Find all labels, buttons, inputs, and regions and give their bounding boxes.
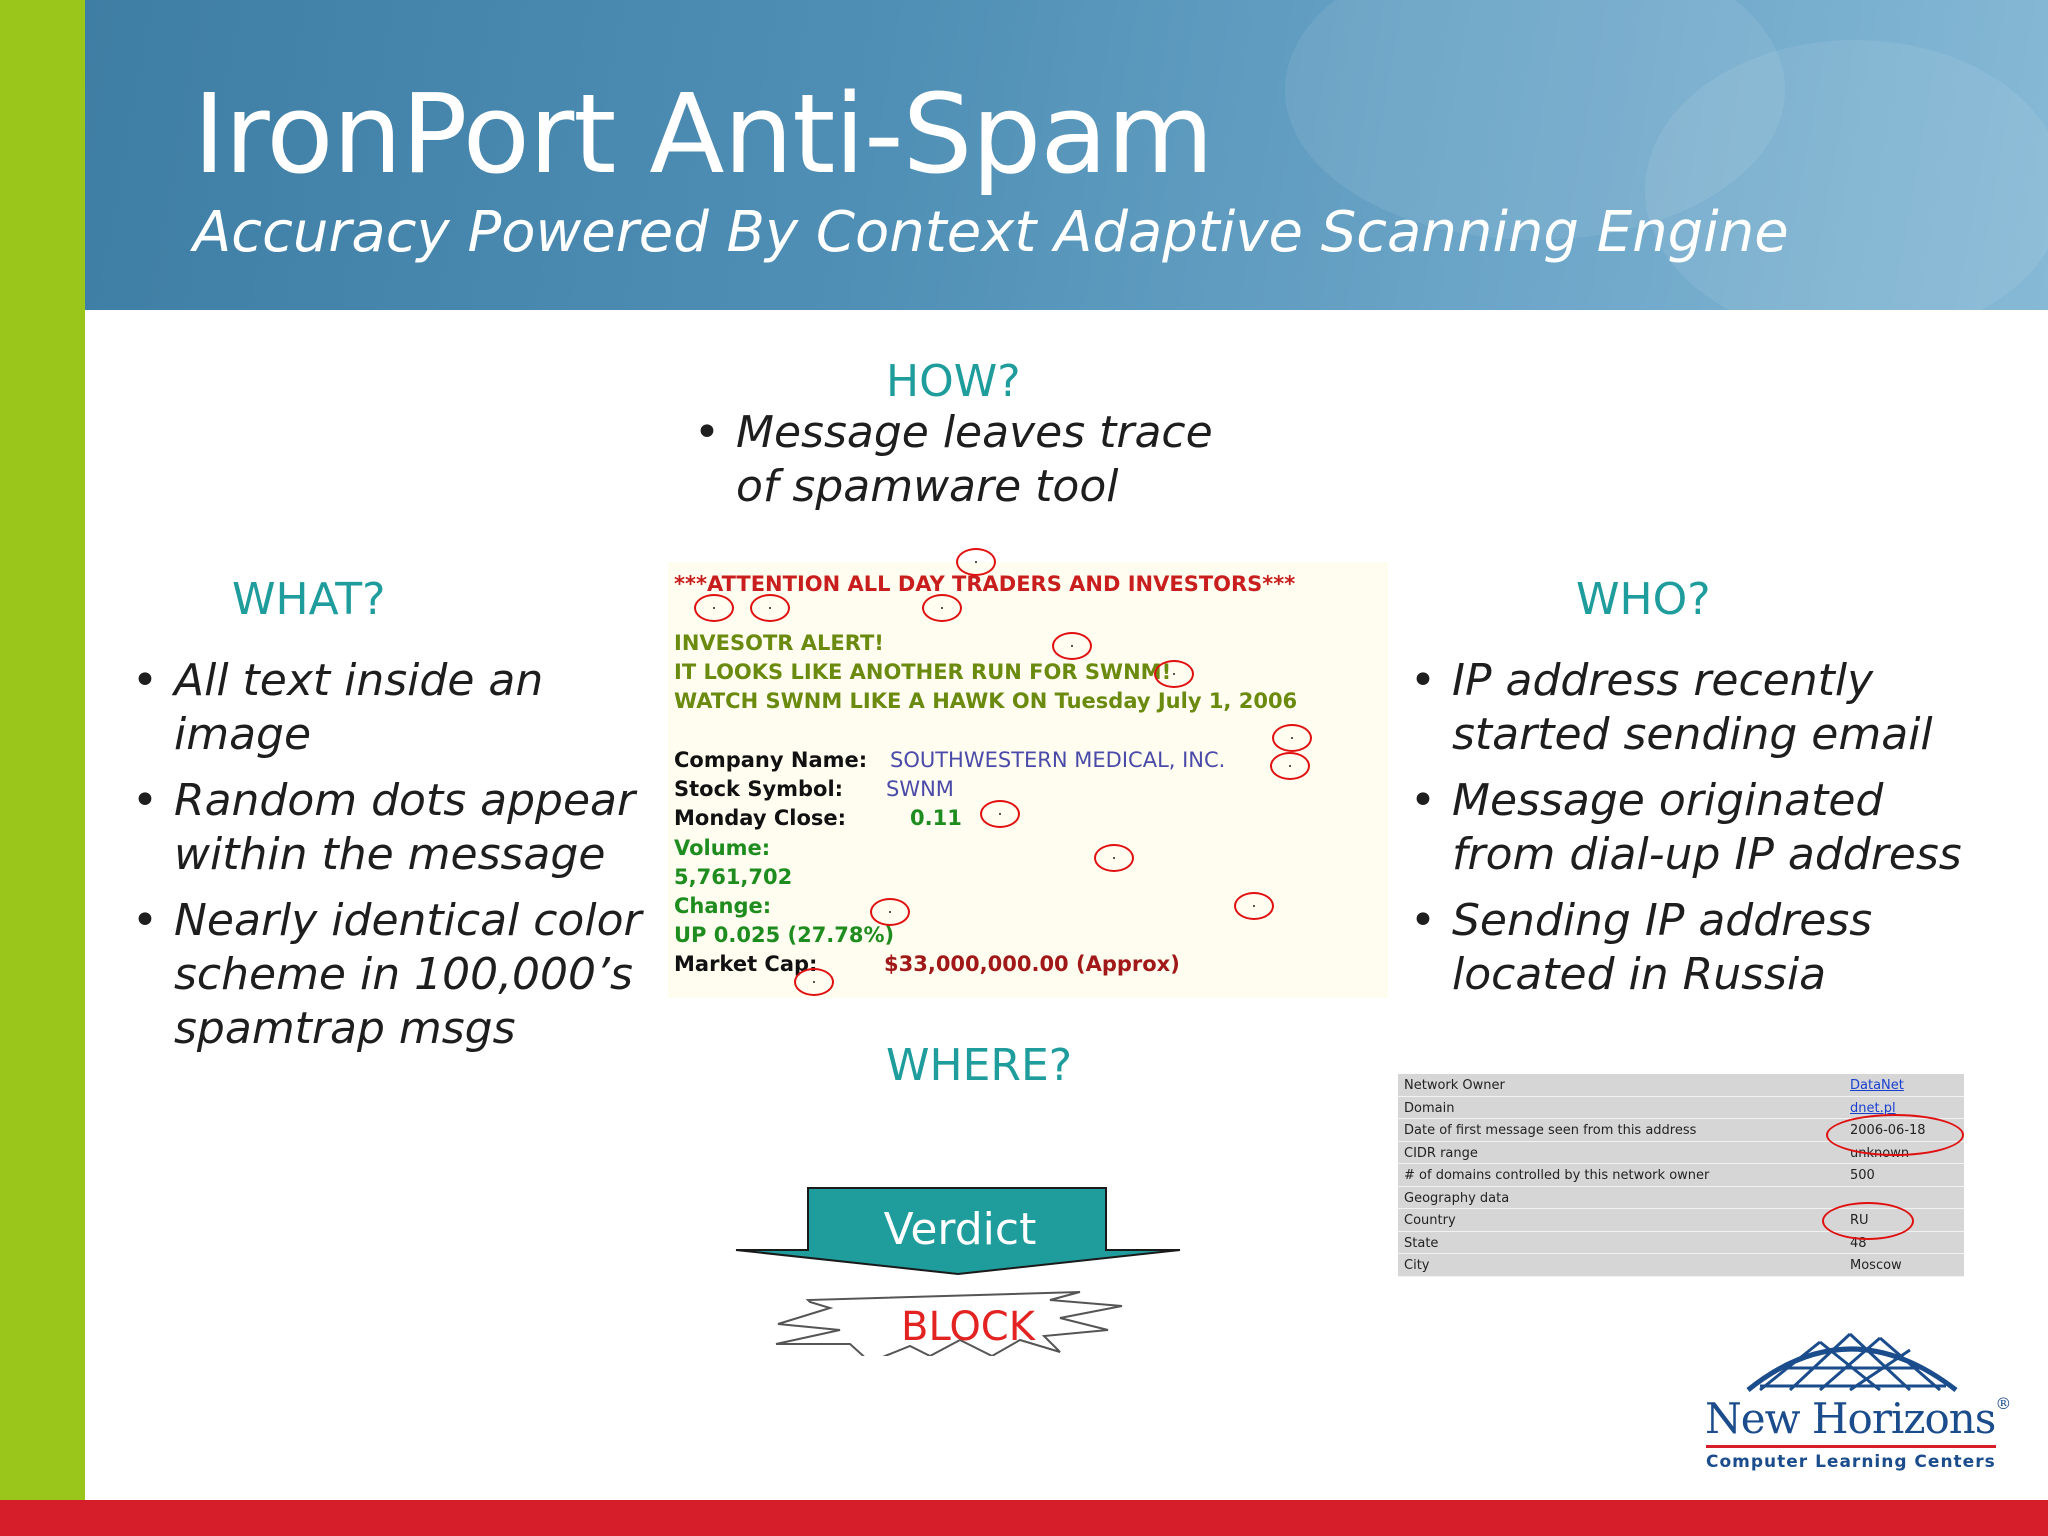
spam-field-label: Monday Close: <box>674 806 847 830</box>
row-key: Date of first message seen from this add… <box>1404 1123 1697 1138</box>
spam-field-value: SOUTHWESTERN MEDICAL, INC. <box>890 748 1226 772</box>
left-accent-bar <box>0 0 85 1500</box>
spam-field-label: Volume: <box>674 836 771 860</box>
verdict-graphic: Verdict BLOCK <box>730 1186 1190 1356</box>
verdict-arrow-icon <box>735 1187 1181 1356</box>
bullet-dot: • <box>1410 775 1436 826</box>
spam-field-label: Change: <box>674 894 772 918</box>
sender-info-table: Network Owner DataNet Domain dnet.pl Date … <box>1398 1074 1964 1277</box>
row-key: # of domains controlled by this network … <box>1404 1168 1710 1183</box>
bullet-dot: • <box>132 775 158 826</box>
table-row: Geography data <box>1398 1187 1964 1209</box>
spam-field-value: $33,000,000.00 (Approx) <box>884 952 1180 976</box>
bullet-dot: • <box>694 407 720 458</box>
spam-alert-line: INVESOTR ALERT! <box>674 631 884 655</box>
who-bullet: • Sending IP address located in Russia <box>1406 894 1966 1002</box>
slide-header: IronPort Anti-Spam Accuracy Powered By C… <box>85 0 2048 310</box>
spam-headline: ***ATTENTION ALL DAY TRADERS AND INVESTO… <box>674 572 1296 596</box>
bullet-text: Nearly identical color scheme in 100,000… <box>174 895 642 1054</box>
bullet-text: All text inside an image <box>174 655 544 760</box>
bullet-dot: • <box>1410 655 1436 706</box>
new-horizons-logo: New Horizons® Computer Learning Centers <box>1700 1328 2011 1478</box>
verdict-label: Verdict <box>883 1204 1037 1255</box>
spam-field-value: 0.11 <box>910 806 962 830</box>
spam-field-value: SWNM <box>886 777 954 801</box>
spam-field-value: UP 0.025 (27.78%) <box>674 923 895 947</box>
bullet-text: Message leaves trace of spamware tool <box>736 407 1213 512</box>
spam-field-label: Market Cap: <box>674 952 818 976</box>
bullet-dot: • <box>132 895 158 946</box>
bullet-text: Random dots appear within the message <box>174 775 636 880</box>
table-row: Network Owner DataNet <box>1398 1074 1964 1097</box>
row-key: Domain <box>1404 1100 1455 1116</box>
slide-title: IronPort Anti-Spam <box>193 70 1214 198</box>
dot-highlight-circle <box>1234 892 1274 920</box>
who-bullet: • IP address recently started sending ema… <box>1406 654 1966 762</box>
bullet-text: IP address recently started sending emai… <box>1452 655 1933 760</box>
dot-highlight-circle <box>1270 752 1310 780</box>
logo-name-text: New Horizons <box>1705 1394 1996 1443</box>
row-key: Network Owner <box>1404 1078 1505 1093</box>
dot-highlight-circle <box>1052 632 1092 660</box>
dot-highlight-circle <box>1094 844 1134 872</box>
block-label: BLOCK <box>901 1304 1035 1350</box>
row-value-link[interactable]: dnet.pl <box>1850 1100 1896 1116</box>
what-bullet: • Random dots appear within the message <box>128 774 658 882</box>
row-key: Country <box>1404 1213 1456 1228</box>
globe-arc-icon <box>1746 1332 1958 1392</box>
spam-alert-line: WATCH SWNM LIKE A HAWK ON Tuesday July 1… <box>674 689 1298 713</box>
dot-highlight-circle <box>922 594 962 622</box>
spam-alert-line: IT LOOKS LIKE ANOTHER RUN FOR SWNM! <box>674 660 1172 684</box>
row-value: Moscow <box>1850 1258 1902 1273</box>
who-bullet: • Message originated from dial-up IP addr… <box>1406 774 1966 882</box>
row-value: 500 <box>1850 1168 1875 1183</box>
dot-highlight-circle <box>980 800 1020 828</box>
row-key: City <box>1404 1258 1430 1273</box>
table-row: # of domains controlled by this network … <box>1398 1164 1964 1187</box>
table-row: Domain dnet.pl <box>1398 1097 1964 1119</box>
who-bullets: • IP address recently started sending ema… <box>1406 654 1966 1014</box>
what-bullets: • All text inside an image • Random dots a… <box>128 654 658 1068</box>
burst-shape <box>775 1291 1123 1356</box>
where-heading: WHERE? <box>886 1040 1073 1091</box>
spam-field-label: Company Name: <box>674 748 868 772</box>
date-highlight-oval <box>1826 1114 1964 1156</box>
header-texture <box>1645 40 2048 310</box>
logo-tagline: Computer Learning Centers <box>1706 1452 1996 1472</box>
logo-divider <box>1706 1445 1996 1448</box>
registered-mark: ® <box>1995 1394 2011 1413</box>
dot-highlight-circle <box>870 898 910 926</box>
what-bullet: • Nearly identical color scheme in 100,00… <box>128 894 658 1056</box>
bottom-accent-bar <box>0 1500 2048 1536</box>
slide-subtitle: Accuracy Powered By Context Adaptive Sca… <box>193 200 1789 265</box>
table-row: City Moscow <box>1398 1254 1964 1277</box>
spam-message-image: ***ATTENTION ALL DAY TRADERS AND INVESTO… <box>668 562 1388 998</box>
dot-highlight-circle <box>694 594 734 622</box>
row-key: Geography data <box>1404 1190 1510 1206</box>
how-bullets: • Message leaves trace of spamware tool <box>690 406 1250 526</box>
what-bullet: • All text inside an image <box>128 654 658 762</box>
bullet-text: Message originated from dial-up IP addre… <box>1452 775 1962 880</box>
bullet-text: Sending IP address located in Russia <box>1452 895 1873 1000</box>
dot-highlight-circle <box>1154 660 1194 688</box>
dot-highlight-circle <box>750 594 790 622</box>
what-heading: WHAT? <box>232 574 386 625</box>
dot-highlight-circle <box>956 548 996 576</box>
spam-field-value: 5,761,702 <box>674 865 793 889</box>
how-bullet: • Message leaves trace of spamware tool <box>690 406 1250 514</box>
bullet-dot: • <box>132 655 158 706</box>
spam-field-label: Stock Symbol: <box>674 777 844 801</box>
dot-highlight-circle <box>794 968 834 996</box>
verdict-arrow-shape <box>735 1187 1181 1276</box>
header-texture <box>1285 0 1785 240</box>
country-highlight-oval <box>1822 1202 1914 1240</box>
who-heading: WHO? <box>1576 574 1711 625</box>
logo-wordmark: New Horizons® <box>1705 1394 2011 1443</box>
bullet-dot: • <box>1410 895 1436 946</box>
dot-highlight-circle <box>1272 724 1312 752</box>
row-value-link[interactable]: DataNet <box>1850 1078 1904 1093</box>
how-heading: HOW? <box>886 356 1021 407</box>
row-key: State <box>1404 1235 1439 1251</box>
row-key: CIDR range <box>1404 1145 1478 1161</box>
